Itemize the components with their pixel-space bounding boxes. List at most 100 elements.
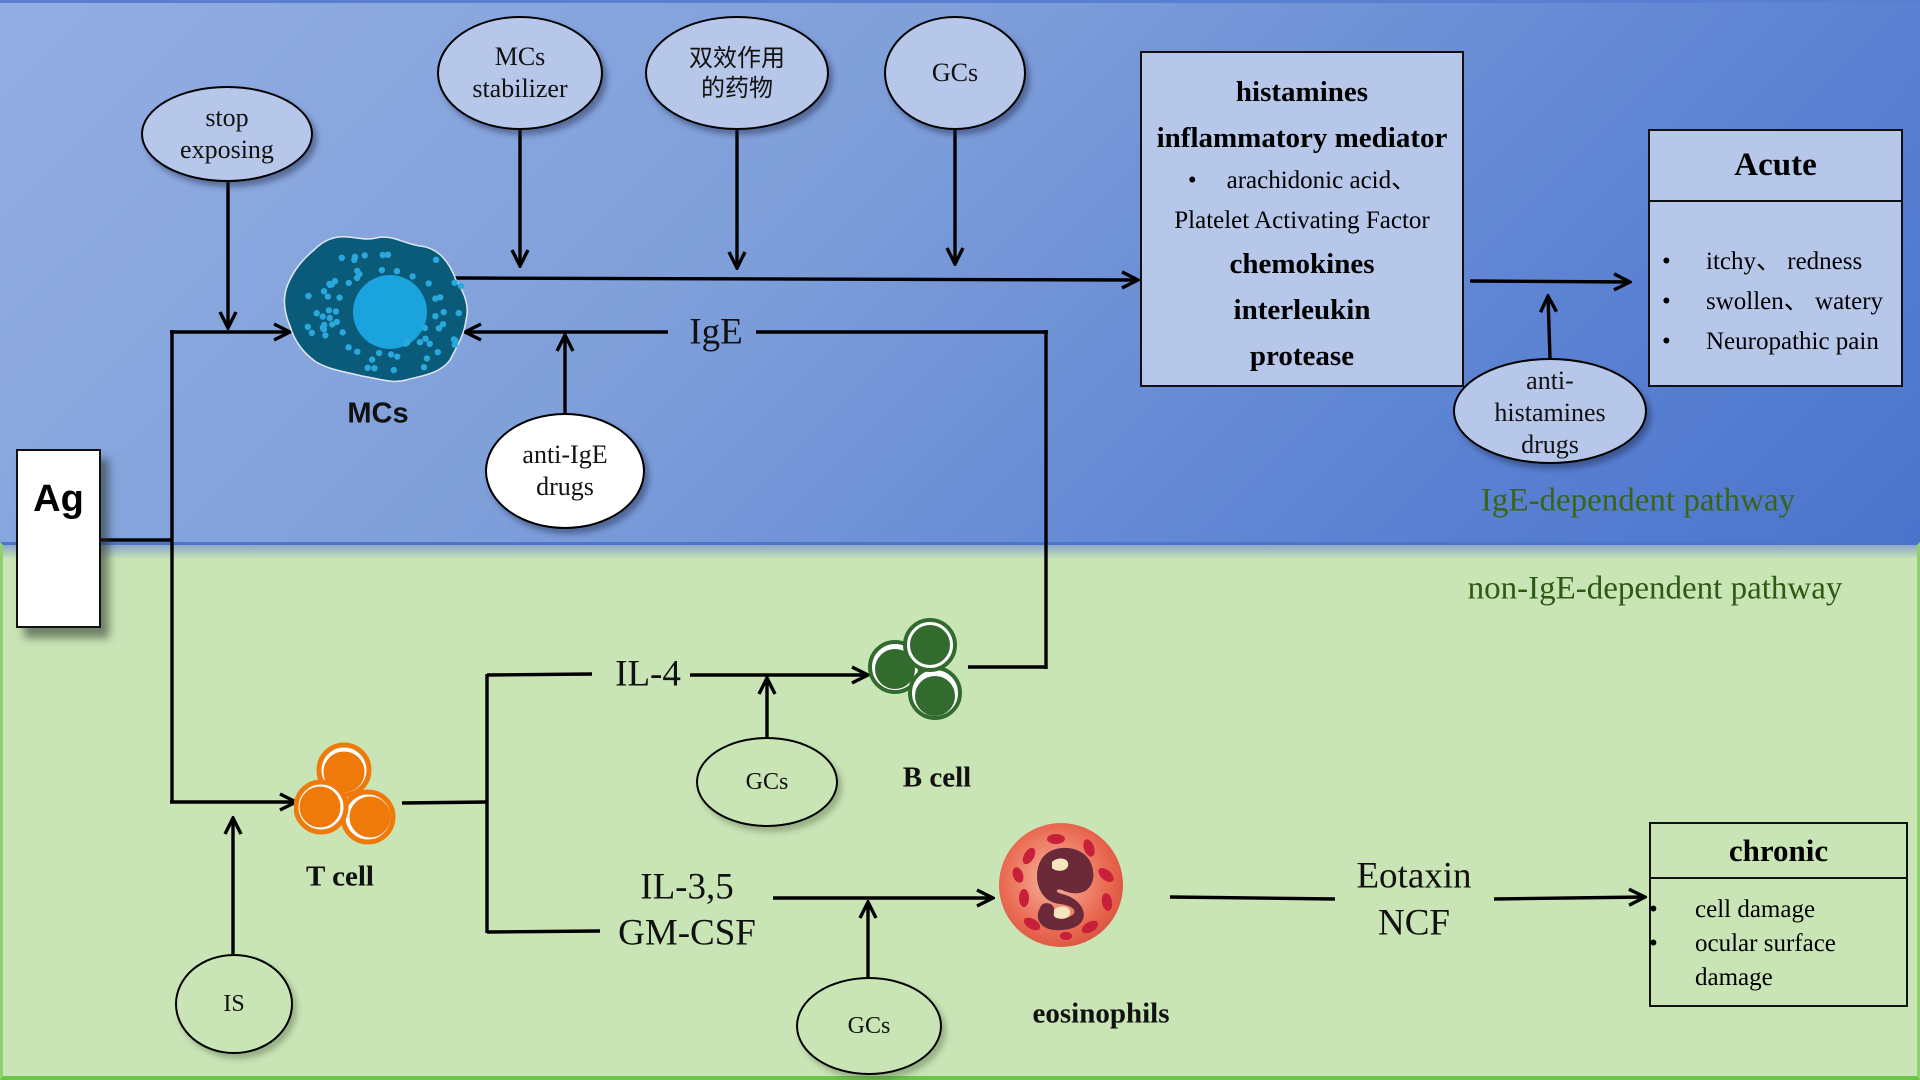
- non-ige-dependent-pathway-label: non-IgE-dependent pathway: [1467, 570, 1843, 607]
- mcs-stabilizer-line1: MCs: [494, 41, 546, 71]
- granule-dot: [325, 307, 333, 314]
- antigen-box: Ag: [16, 449, 101, 628]
- granule-dot: [432, 256, 440, 263]
- acute-symptom: swollen、 watery: [1650, 282, 1901, 322]
- granule-dot: [455, 309, 462, 317]
- dual-action-line2: 的药物: [701, 74, 773, 102]
- mediator-paf: Platelet Activating Factor: [1174, 207, 1430, 234]
- granule-dot: [394, 353, 401, 360]
- granule-dot: [422, 335, 429, 342]
- b-cell-label: B cell: [902, 761, 972, 794]
- granule-dot: [384, 251, 392, 258]
- granule-dot: [321, 321, 328, 329]
- granule-dot: [313, 310, 320, 317]
- granule-dot: [451, 341, 458, 348]
- granule-dot: [305, 292, 312, 300]
- granule-dot: [409, 273, 416, 280]
- eotaxin-to-chronic-arrow: [1493, 897, 1645, 899]
- dual-action-line1: 双效作用: [689, 44, 785, 72]
- granule-dot: [421, 324, 429, 332]
- gcs-top-label: GCs: [931, 57, 979, 87]
- granule-dot: [339, 329, 346, 336]
- mediator-protease: protease: [1249, 340, 1355, 372]
- ncf-label: NCF: [1378, 902, 1450, 944]
- granule-dot: [387, 351, 395, 358]
- granule-dot: [345, 344, 352, 351]
- granule-dot: [331, 277, 339, 285]
- granule-dot: [390, 366, 397, 374]
- granule-dot: [345, 279, 352, 287]
- mediator-interleukin: interleukin: [1233, 294, 1371, 326]
- dual-action-drugs-node: 双效作用的药物: [645, 16, 829, 130]
- anti-histamines-line3: drugs: [1521, 429, 1579, 459]
- granule-dot: [338, 254, 345, 261]
- granule-dot: [368, 356, 376, 363]
- granule-dot: [326, 280, 333, 288]
- granule-dot: [423, 355, 431, 362]
- is-node: IS: [175, 954, 293, 1054]
- granule-dot: [416, 339, 424, 346]
- granule-dot: [332, 308, 340, 315]
- mcs-to-mediators-arrow: [454, 278, 1138, 280]
- eosinophils-label: eosinophils: [1032, 997, 1170, 1030]
- eos-out: [1169, 895, 1336, 901]
- granule-dot: [308, 329, 315, 336]
- granule-dot: [378, 266, 385, 274]
- gcs-il35-label: GCs: [847, 1013, 891, 1039]
- granule-dot: [354, 267, 361, 275]
- acute-box: Acute itchy、 redness swollen、 watery Neu…: [1648, 129, 1903, 387]
- granule-dot: [319, 313, 326, 320]
- mediator-histamines: histamines: [1235, 76, 1369, 108]
- chronic-title: chronic: [1651, 824, 1906, 879]
- mediators-to-acute-arrow: [1469, 281, 1630, 282]
- is-label: IS: [223, 991, 245, 1017]
- granule-dot: [320, 288, 328, 295]
- granule-dot: [322, 332, 329, 339]
- gcs-il4-node: GCs: [696, 737, 838, 827]
- gcs-top-node: GCs: [884, 16, 1026, 130]
- gcs-il4-label: GCs: [745, 769, 789, 795]
- granule-dot: [437, 294, 444, 301]
- t-cell-label: T cell: [306, 860, 374, 893]
- granule-dot: [393, 268, 401, 275]
- ige-dependent-pathway-label: IgE-dependent pathway: [1480, 482, 1796, 519]
- granule-dot: [432, 295, 439, 302]
- mediator-chemokines: chemokines: [1229, 248, 1375, 280]
- granule-dot: [304, 323, 311, 330]
- granule-dot: [371, 365, 378, 372]
- anti-histamines-arrow: [1548, 296, 1550, 359]
- branch-to-il4: [486, 672, 593, 677]
- stop-exposing-node: stop exposing: [141, 86, 313, 182]
- anti-ige-line1: anti-IgE: [522, 439, 608, 469]
- granule-dot: [326, 314, 333, 322]
- mcs-stabilizer-line2: stabilizer: [472, 74, 568, 103]
- acute-title: Acute: [1650, 131, 1901, 202]
- granule-dot: [440, 308, 447, 316]
- chronic-symptom-list: cell damage ocular surface damage: [1649, 879, 1906, 995]
- granule-dot: [451, 279, 458, 286]
- granule-dot: [434, 348, 441, 356]
- mast-cell-nucleus: [353, 275, 427, 349]
- gcs-il35-node: GCs: [796, 977, 942, 1075]
- ige-label: IgE: [689, 311, 743, 353]
- chronic-symptom: ocular surface: [1649, 927, 1906, 961]
- anti-histamines-line1: anti-: [1526, 366, 1574, 396]
- granule-dot: [324, 293, 332, 300]
- granule-dot: [439, 321, 447, 328]
- il4-label: IL-4: [615, 653, 681, 695]
- granule-dot: [354, 348, 361, 355]
- granule-dot: [404, 337, 411, 345]
- eosinophil-icon: [999, 823, 1123, 947]
- tcell-out: [401, 800, 488, 805]
- chronic-symptom-continuation: damage: [1695, 964, 1773, 991]
- antigen-label: Ag: [33, 478, 84, 520]
- il35-label: IL-3,5: [640, 866, 734, 908]
- acute-symptom: itchy、 redness: [1650, 242, 1901, 282]
- stop-exposing-line2: exposing: [180, 135, 274, 164]
- stop-exposing-line1: stop: [205, 102, 249, 132]
- gmcsf-label: GM-CSF: [618, 912, 756, 954]
